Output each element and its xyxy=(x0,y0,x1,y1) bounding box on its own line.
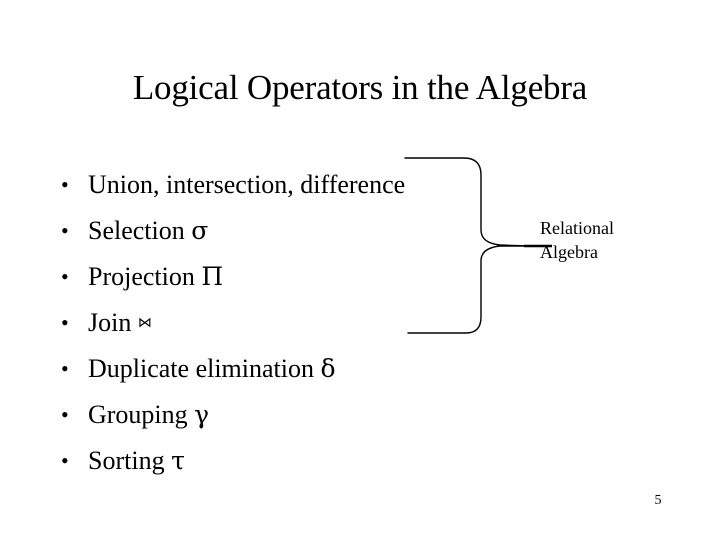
list-item-label: Join xyxy=(88,308,138,337)
list-item-label: Union, intersection, difference xyxy=(88,170,406,199)
gamma-symbol: γ xyxy=(194,400,210,429)
page-title: Logical Operators in the Algebra xyxy=(132,68,588,107)
bullet-marker-icon: • xyxy=(61,448,69,473)
list-item: • Selection σ xyxy=(56,208,496,254)
callout-relational-algebra: Relational Algebra xyxy=(540,216,700,264)
callout-line-1: Relational xyxy=(540,218,614,238)
list-item: • Union, intersection, difference xyxy=(56,162,496,208)
list-item-label: Sorting xyxy=(88,446,172,475)
delta-symbol: δ xyxy=(320,354,336,383)
pi-symbol: Π xyxy=(201,262,224,291)
bullet-marker-icon: • xyxy=(61,264,69,289)
bullet-marker-icon: • xyxy=(61,310,69,335)
operator-bullet-list: • Union, intersection, difference • Sele… xyxy=(56,162,496,484)
list-item-label: Duplicate elimination xyxy=(88,354,321,383)
list-item: • Projection Π xyxy=(56,254,496,300)
list-item: • Grouping γ xyxy=(56,392,496,438)
callout-line-2: Algebra xyxy=(540,242,598,262)
tau-symbol: τ xyxy=(171,446,185,475)
bullet-marker-icon: • xyxy=(61,402,69,427)
bullet-marker-icon: • xyxy=(61,356,69,381)
sigma-symbol: σ xyxy=(191,216,209,245)
bullet-marker-icon: • xyxy=(61,172,69,197)
list-item-label: Grouping xyxy=(88,400,195,429)
page-number: 5 xyxy=(654,493,662,508)
list-item: • Join ⋈ xyxy=(56,300,496,346)
bullet-marker-icon: • xyxy=(61,218,69,243)
list-item: • Duplicate elimination δ xyxy=(56,346,496,392)
list-item-label: Projection xyxy=(88,262,202,291)
list-item-label: Selection xyxy=(88,216,192,245)
list-item: • Sorting τ xyxy=(56,438,496,484)
bowtie-join-symbol: ⋈ xyxy=(137,315,152,331)
